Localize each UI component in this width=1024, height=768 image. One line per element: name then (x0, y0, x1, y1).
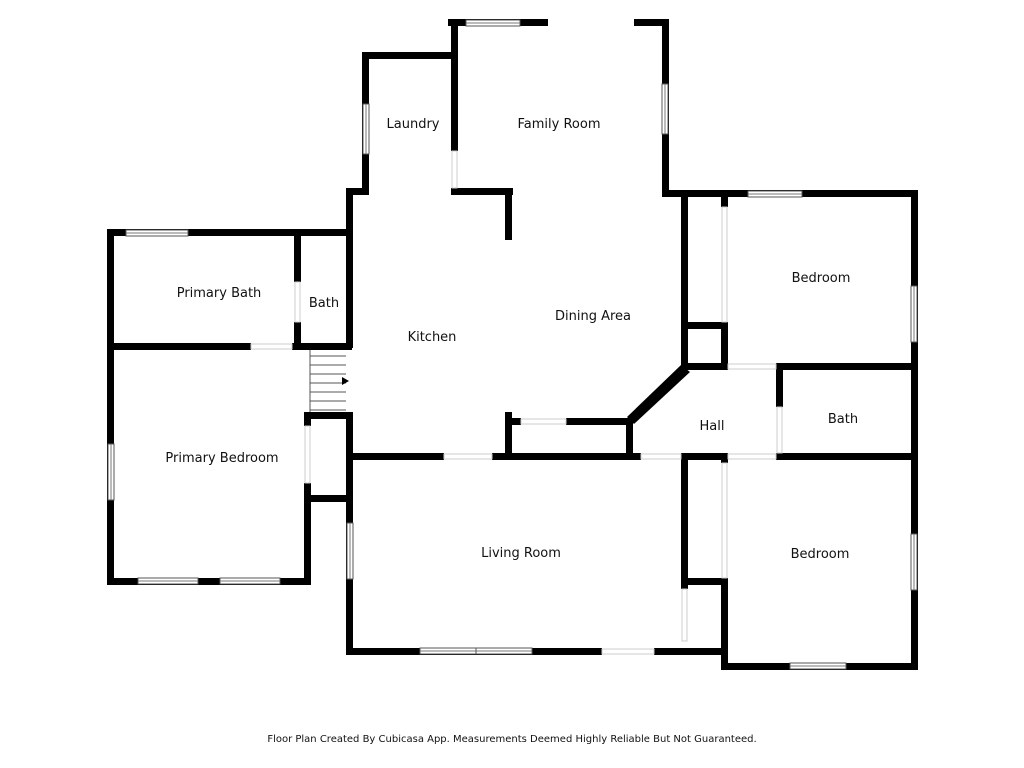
stair-arrow-icon (342, 377, 349, 385)
wall-bed-top-right (911, 190, 918, 670)
wall-island-rightpost (626, 418, 633, 460)
label-kitchen: Kitchen (408, 330, 457, 345)
wall-bed-closet-right (721, 197, 728, 207)
door-bath-right (776, 406, 783, 454)
wall-bed-bottom-inner-lower (721, 578, 728, 670)
label-dining-area: Dining Area (555, 309, 631, 324)
wall-bed-bottom-closet-floor (681, 578, 728, 585)
wall-primary-left (107, 229, 114, 585)
footer-disclaimer: Floor Plan Created By Cubicasa App. Meas… (267, 734, 757, 745)
window-primary-bath (125, 229, 189, 237)
wall-primary-top (107, 229, 352, 236)
door-hall-living (640, 453, 682, 460)
wall-bed-bottom-left (681, 453, 688, 589)
label-family-room: Family Room (518, 117, 601, 132)
door-bed-top-closet (721, 206, 728, 323)
label-bedroom-top: Bedroom (792, 271, 851, 286)
door-small-bath (294, 281, 301, 323)
wall-closet-top (304, 412, 352, 419)
door-kitchen-living (443, 453, 493, 460)
window-laundry (362, 103, 370, 155)
window-primary-bed-bottom-1 (137, 577, 199, 585)
door-openings (250, 150, 783, 655)
window-bed-top-right (910, 285, 918, 343)
door-primary-bath (250, 343, 293, 350)
door-island (520, 418, 567, 425)
wall-bed-top-bottom (776, 363, 918, 370)
wall-island-right (566, 418, 633, 425)
wall-primary-bottom (107, 578, 311, 585)
wall-kitchen-top (346, 188, 366, 195)
wall-primary-divider-right (292, 343, 352, 350)
wall-kitchen-living-mid (492, 453, 634, 460)
wall-kitchen-stub (505, 188, 512, 240)
wall-kitchen-left-upper (346, 188, 353, 348)
window-bed-bottom-right (910, 533, 918, 591)
wall-hall-bottom-left (633, 453, 641, 460)
wall-bath-right-left-upper (776, 363, 783, 407)
door-living-bottom (601, 648, 655, 655)
window-bed-bottom-bottom (789, 662, 847, 670)
door-bed-bottom-closet (721, 462, 728, 579)
wall-island-leftstub (505, 418, 521, 425)
wall-bed-closet-lower (721, 322, 728, 370)
room-labels: Laundry Family Room Primary Bath Bath Ki… (165, 117, 858, 562)
wall-primary-divider (107, 343, 251, 350)
door-bed-top-hall (727, 363, 777, 370)
wall-family-left (451, 19, 458, 151)
label-hall: Hall (700, 419, 725, 434)
wall-family-top-right (634, 19, 669, 26)
wall-bath-divider-upper (294, 236, 301, 282)
label-living-room: Living Room (481, 546, 561, 561)
window-family-right (661, 83, 669, 135)
label-laundry: Laundry (387, 117, 440, 132)
window-living-bottom-2 (475, 647, 533, 655)
label-bath-right: Bath (828, 412, 858, 427)
wall-hall-bottom-right (776, 453, 918, 460)
windows (107, 19, 918, 670)
wall-laundry-top (362, 52, 458, 59)
label-primary-bath: Primary Bath (177, 286, 262, 301)
wall-island-left (505, 412, 512, 460)
label-bath-small: Bath (309, 296, 339, 311)
window-family-top (465, 19, 521, 27)
wall-laundry-bottom (451, 188, 513, 195)
label-primary-bedroom: Primary Bedroom (165, 451, 278, 466)
door-laundry (451, 150, 458, 189)
wall-bath-divider-lower (294, 322, 301, 346)
wall-bed-closet-floor (681, 322, 728, 329)
wall-hall-top-left (681, 363, 728, 370)
stairs (309, 350, 349, 412)
label-bedroom-bottom: Bedroom (791, 547, 850, 562)
door-closet-primary (304, 425, 311, 484)
window-bed-top-top (747, 190, 803, 198)
door-living-closet (681, 588, 688, 642)
window-living-bottom-1 (419, 647, 477, 655)
wall-living-bottom-right (654, 648, 724, 655)
window-primary-bed-left (107, 443, 115, 501)
door-bed-bottom-hall (727, 453, 777, 460)
window-living-left (346, 522, 354, 580)
wall-primary-right-lower (304, 483, 311, 585)
walls (107, 19, 918, 670)
window-primary-bed-bottom-2 (219, 577, 281, 585)
wall-hall-diagonal (627, 365, 690, 424)
wall-kitchen-living-left (346, 453, 444, 460)
wall-dining-right (681, 195, 688, 365)
wall-hall-mid-post (681, 453, 728, 460)
wall-closet-bottom (304, 495, 352, 502)
